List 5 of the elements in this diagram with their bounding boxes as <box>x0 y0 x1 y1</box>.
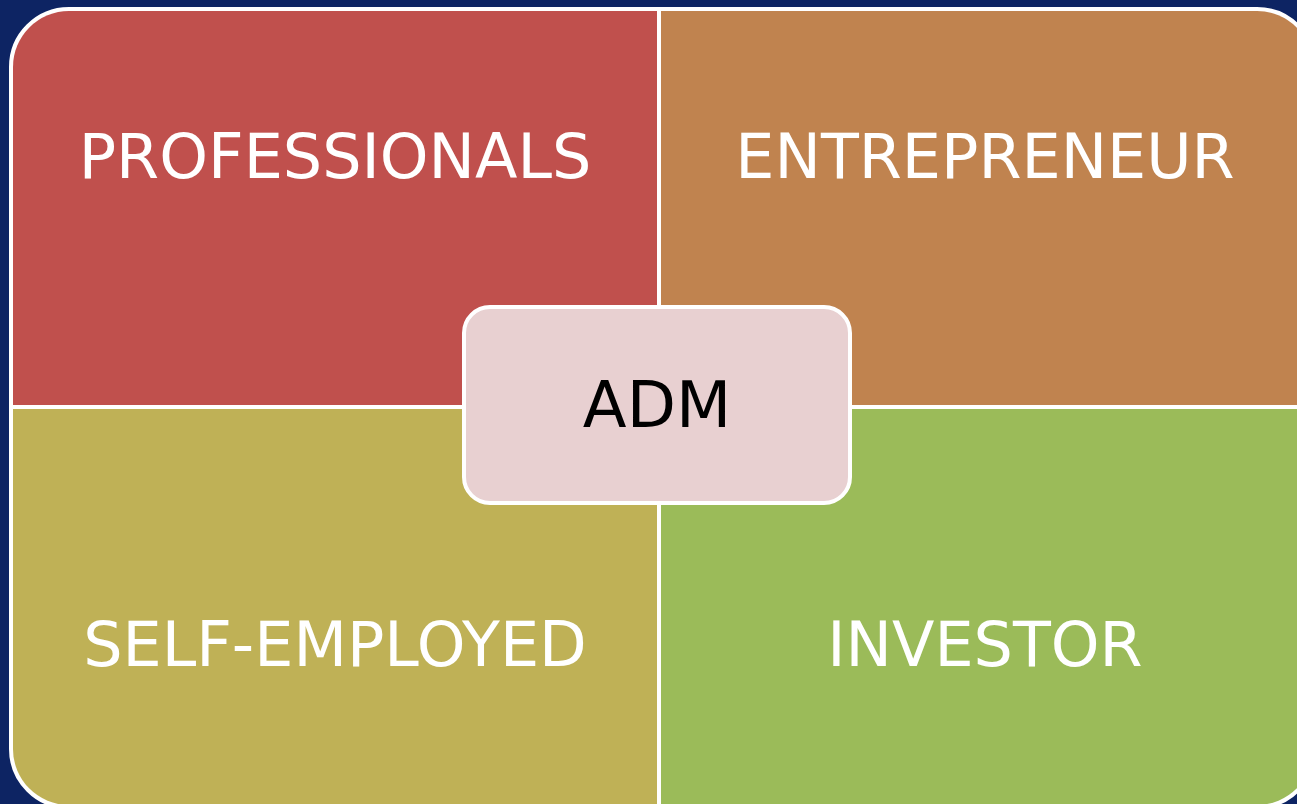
quadrant-label: ENTREPRENEUR <box>735 126 1235 192</box>
center-box: ADM <box>462 305 852 505</box>
quadrant-label: PROFESSIONALS <box>78 126 592 192</box>
quadrant-label: INVESTOR <box>827 614 1143 680</box>
quadrant-label: SELF-EMPLOYED <box>83 614 587 680</box>
